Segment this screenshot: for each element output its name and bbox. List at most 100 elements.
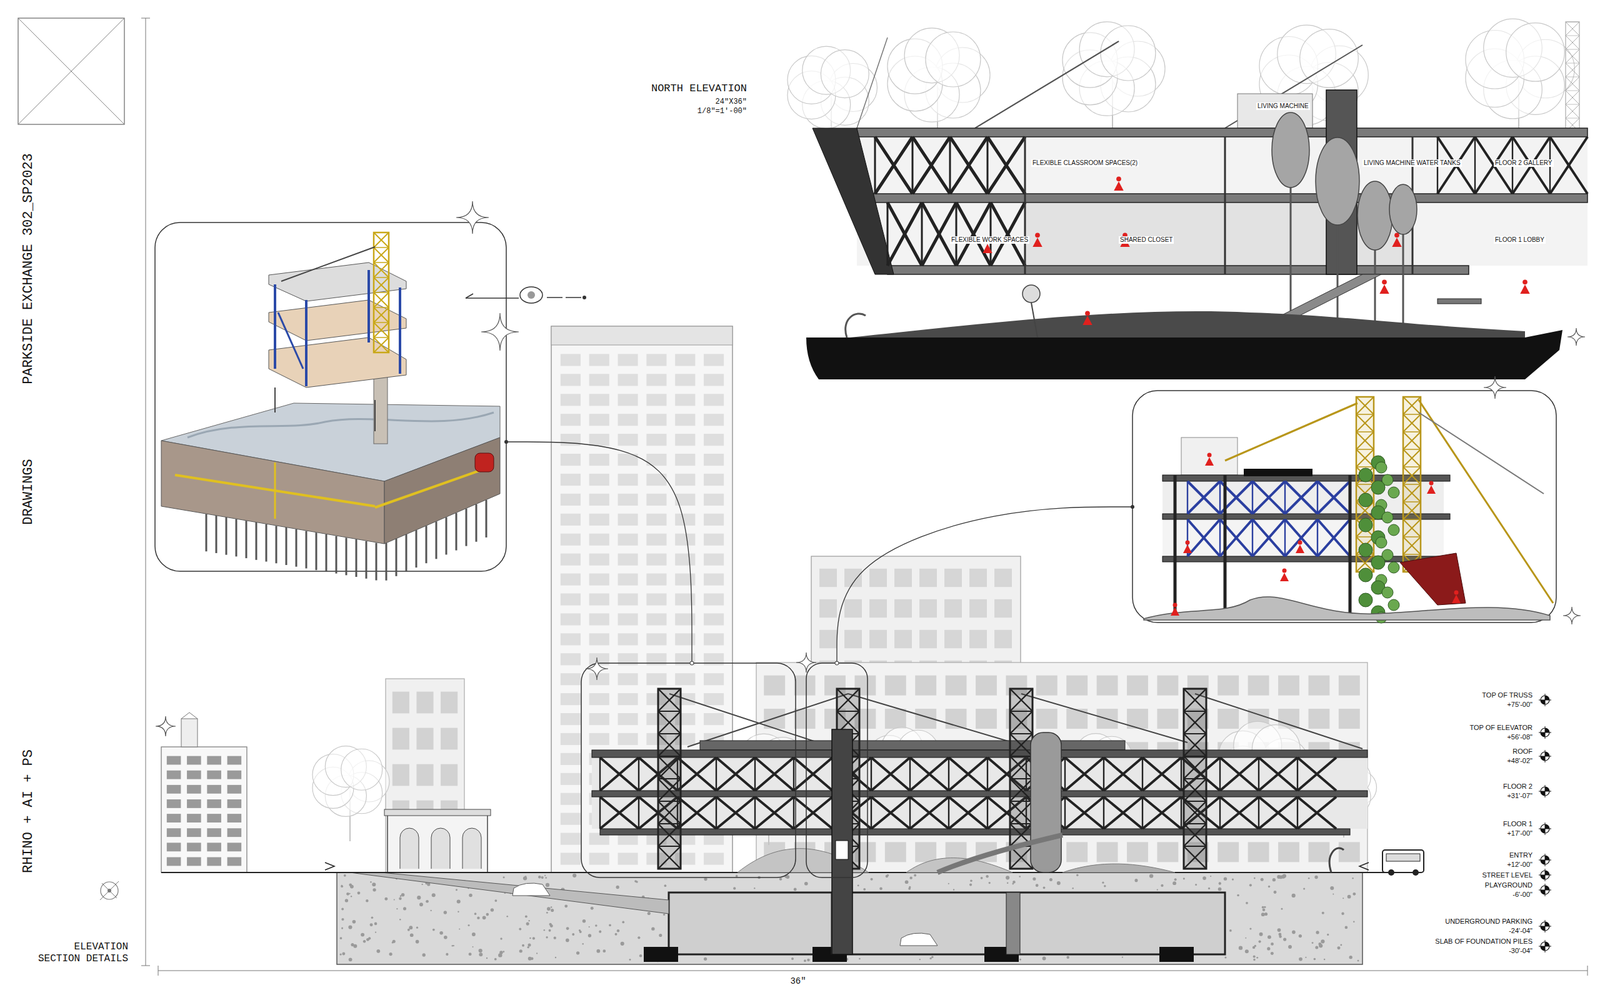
x-brace [1258,757,1298,791]
x-brace [1285,481,1318,514]
gravel [1043,886,1046,889]
window [166,756,182,765]
truss-web [1403,466,1421,485]
window [560,393,581,406]
gravel [1277,928,1282,932]
marker-fill [1545,921,1550,927]
gravel [340,885,344,888]
level-marker [1538,785,1552,798]
column [1348,475,1352,619]
gravel [1268,885,1270,888]
gravel [1267,935,1272,939]
window [589,613,610,625]
window [646,493,667,506]
window [1126,675,1149,696]
gravel [541,876,544,879]
gravel [546,906,551,911]
gravel [555,956,557,959]
window [1338,708,1360,729]
tree [312,746,390,842]
truss-web [1565,90,1580,105]
window [1248,675,1270,696]
marker-fill [1540,946,1545,951]
truss-chord [373,246,389,249]
gravel [953,888,955,890]
pavilion [387,812,488,873]
foundation-pile [435,521,438,559]
person-figure [1451,590,1461,604]
blue-frame [278,312,304,369]
person-figure [1295,540,1305,554]
level-label: FLOOR 2 [1503,782,1533,791]
gravel [735,875,739,878]
level-label: +75'-00" [1506,700,1533,709]
truss-chord [658,778,681,780]
dimension-tick [1587,965,1589,976]
foundation-pile [325,534,328,572]
gravel [637,936,640,939]
truss-web [373,277,389,293]
level-marker [1538,853,1552,867]
figure-head [1282,568,1287,574]
window [166,799,182,809]
level-label: -6'-00" [1512,890,1533,899]
window [227,828,242,837]
x-brace [921,202,957,266]
truss-web [658,778,681,802]
gravel [1172,881,1177,885]
gravel [1252,946,1255,949]
figure-head [1381,279,1387,285]
gravel [1005,875,1010,880]
level-label: -30'-04" [1508,946,1533,955]
figure-body [1520,284,1530,294]
gravel [1311,941,1314,944]
truss-web [1010,801,1033,824]
gravel [602,949,606,953]
gravel [1278,935,1282,938]
column [1219,757,1221,791]
window [618,553,639,566]
truss-frame [1565,21,1580,132]
sparkle-star [585,657,609,680]
gravel [1353,920,1355,923]
arched-window [400,828,419,869]
gravel [415,940,420,944]
truss-chord [373,306,389,309]
truss-web [373,307,389,323]
truss-web [1356,466,1374,485]
window [1217,708,1239,729]
x-brace [956,202,991,266]
truss-web [1010,778,1033,802]
gravel [550,924,554,928]
x-brace [793,757,833,791]
gravel [1019,958,1022,961]
marker-fill [1545,728,1550,733]
x-brace [990,202,1025,266]
gravel [1238,945,1243,950]
truss-web [1356,431,1374,450]
gravel [400,895,402,897]
window [589,433,610,446]
column [1296,757,1299,791]
x-brace [1317,481,1350,514]
window [869,630,887,649]
foundation-pile [445,516,448,555]
truss-web [1356,396,1374,415]
truss-chord [1403,448,1421,450]
figure-body [1205,457,1214,467]
truss-web [658,711,681,734]
truss-web [1403,414,1421,432]
truss-web [1565,21,1580,36]
gravel [486,957,488,959]
truss-web [1010,756,1033,779]
column [1219,519,1221,557]
gravel [1236,894,1240,897]
gravel [391,941,394,944]
dimension-line [158,970,1588,972]
window [885,708,907,729]
gravel [1270,951,1274,955]
truss-web [658,846,681,869]
window [589,673,610,685]
x-brace [1258,796,1298,829]
utility-beam [274,462,277,519]
